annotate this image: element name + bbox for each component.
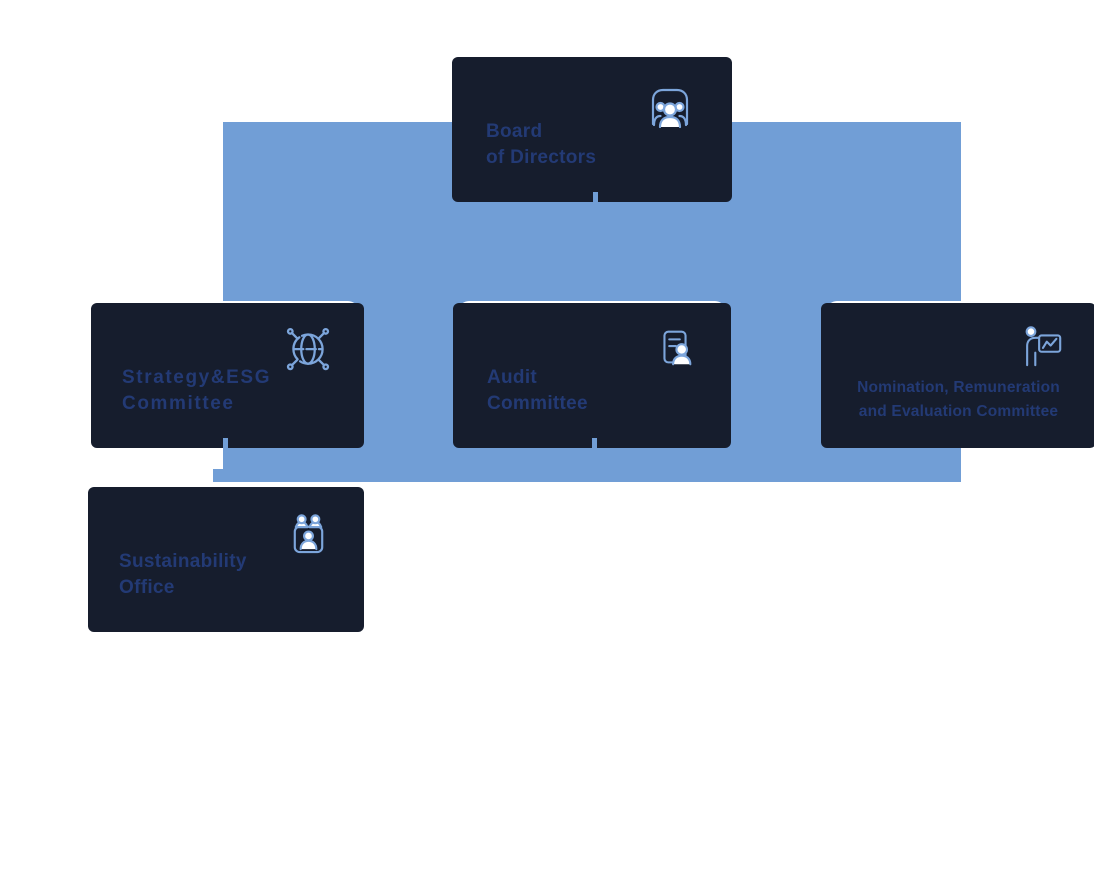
card-board-of-directors: Board of Directors — [452, 55, 732, 202]
card-label-line1: Strategy&ESG — [122, 367, 272, 388]
card-label-line1: Board — [486, 121, 543, 142]
connector-band-step — [213, 469, 223, 482]
card-label-line2: of Directors — [486, 147, 597, 168]
people-meeting-icon — [646, 83, 694, 131]
card-label-line1: Audit — [487, 367, 538, 388]
card-label-line1: Sustainability — [119, 551, 247, 572]
card-label-line2: Committee — [122, 393, 235, 414]
connector-notch — [223, 438, 228, 449]
card-label: Audit Committee — [487, 365, 588, 417]
document-person-icon — [652, 325, 698, 371]
card-label-line2: Committee — [487, 393, 588, 414]
meeting-table-icon — [285, 510, 332, 557]
card-label: Board of Directors — [486, 119, 596, 171]
connector-notch — [592, 438, 597, 449]
card-strategy-esg-committee: Strategy&ESG Committee — [91, 301, 364, 448]
card-label: Nomination, Remuneration and Evaluation … — [827, 376, 1090, 424]
card-nomination-remuneration-evaluation-committee: Nomination, Remuneration and Evaluation … — [821, 301, 1094, 448]
globe-network-icon — [283, 322, 333, 372]
presenter-chart-icon — [1019, 323, 1065, 369]
card-label: Sustainability Office — [119, 549, 247, 601]
card-audit-committee: Audit Committee — [453, 301, 731, 448]
connector-notch — [593, 192, 598, 203]
card-sustainability-office: Sustainability Office — [88, 485, 364, 632]
card-label-line2: Office — [119, 577, 175, 598]
card-label-line2: and Evaluation Committee — [858, 403, 1059, 420]
card-label-line1: Nomination, Remuneration — [857, 379, 1060, 396]
card-label: Strategy&ESG Committee — [122, 365, 271, 417]
